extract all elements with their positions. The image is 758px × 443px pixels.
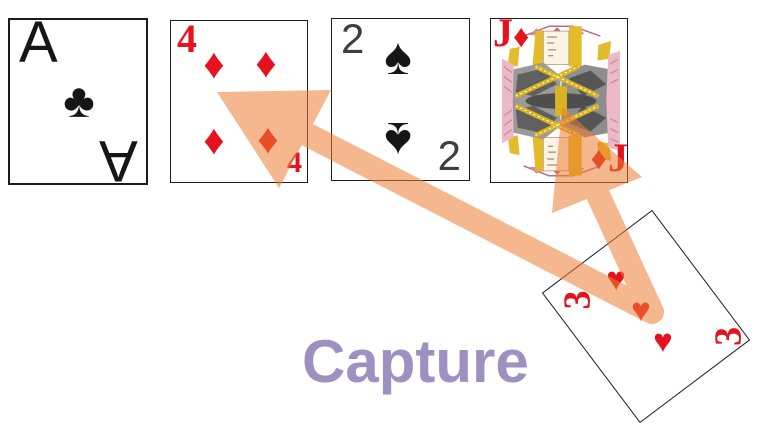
spade-pip-inverted: ♠ (384, 111, 412, 169)
diamond-pip: ♦ (203, 40, 225, 87)
diamond-index-icon: ♦ (590, 140, 607, 176)
jack-court-artwork (500, 22, 622, 180)
card-rank-top-left: J (493, 10, 513, 55)
card-rank-top-left: A (19, 10, 58, 75)
heart-pip: ♥ (631, 291, 651, 329)
card-jack-of-diamonds[interactable]: J ♦ ♦ J (490, 13, 628, 183)
card-rank-bottom-right: A (99, 128, 138, 193)
card-rank-bottom-right: 3 (707, 326, 750, 346)
diamond-pip: ♦ (255, 39, 277, 86)
club-pip: ♣ (63, 75, 95, 128)
capture-label: Capture (302, 328, 529, 395)
card-rank-top-left: 3 (556, 290, 599, 310)
card-rank-top-left: 4 (177, 16, 197, 61)
card-rank-bottom-right: 4 (287, 146, 302, 179)
heart-pip: ♥ (606, 259, 626, 297)
card-index-top-left: J ♦ (493, 13, 529, 53)
card-rank-bottom-right: J (608, 135, 628, 180)
diamond-index-icon: ♦ (513, 18, 530, 54)
diamond-pip: ♦ (257, 115, 279, 162)
card-three-of-hearts[interactable]: 3 ♥ ♥ ♥ 3 (541, 209, 751, 424)
card-index-bottom-right: ♦ J (591, 138, 628, 178)
card-rank-top-left: 2 (341, 15, 365, 62)
card-ace-of-clubs[interactable]: A ♣ A (8, 14, 148, 193)
card-rank-bottom-right: 2 (437, 132, 461, 179)
diamond-pip: ♦ (203, 116, 225, 163)
card-four-of-diamonds[interactable]: 4 ♦ ♦ ♦ ♦ 4 (170, 16, 308, 183)
card-two-of-spades[interactable]: 2 ♠ ♠ 2 (331, 18, 470, 181)
heart-pip: ♥ (653, 322, 673, 360)
spade-pip: ♠ (384, 28, 412, 86)
